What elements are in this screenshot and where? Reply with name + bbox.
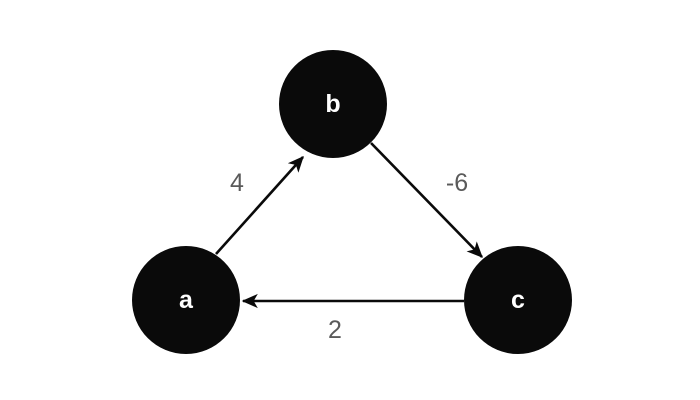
node-label-c: c bbox=[511, 286, 525, 314]
node-a[interactable] bbox=[132, 246, 240, 354]
edge-weight-label-a-b: 4 bbox=[230, 169, 244, 197]
node-b[interactable] bbox=[279, 50, 387, 158]
node-label-a: a bbox=[179, 286, 194, 314]
edges-group bbox=[215, 142, 483, 309]
edge-a-to-b[interactable] bbox=[215, 156, 304, 255]
edge-labels-group: 4 -6 2 bbox=[230, 169, 468, 344]
edge-b-to-c[interactable] bbox=[370, 142, 483, 258]
edge-weight-label-c-a: 2 bbox=[328, 316, 342, 344]
node-c[interactable] bbox=[464, 246, 572, 354]
nodes-group: a b c bbox=[132, 50, 572, 354]
edge-weight-label-b-c: -6 bbox=[446, 169, 468, 197]
node-label-b: b bbox=[325, 90, 340, 118]
